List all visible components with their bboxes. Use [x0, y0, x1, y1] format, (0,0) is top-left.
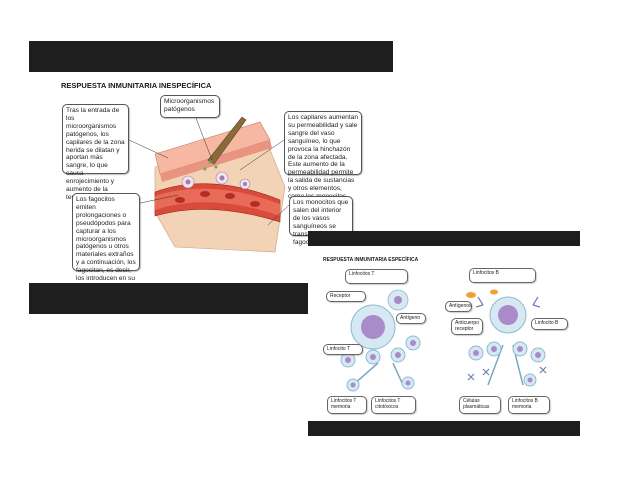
label-antibody-receptor: Anticuerpo receptor	[451, 318, 483, 335]
slide2-title: RESPUESTA INMUNITARIA ESPECÍFICA	[323, 257, 419, 263]
callout-vasodilation: Tras la entrada de los microorganismos p…	[62, 104, 129, 201]
callout-monocytes: Los monocitos que salen del interior de …	[289, 196, 353, 246]
callout-microorganisms: Microorganismos patógenos	[160, 95, 220, 118]
label-receptor: Receptor	[326, 291, 366, 302]
label-t-cytotoxic: Linfocitos T citotóxicos	[371, 396, 416, 414]
label-t-lymphocyte: Linfocito T	[323, 344, 363, 355]
label-b-lymphocyte: Linfocito B	[531, 318, 568, 330]
slide1-title: RESPUESTA INMUNITARIA INESPECÍFICA	[61, 81, 212, 90]
label-b-lymphocytes: Linfocitos B	[469, 268, 536, 283]
callout-capillaries: Los capilares aumentan su permeabilidad …	[284, 111, 362, 200]
tissue-cross-section-illustration	[154, 116, 286, 253]
label-antigen-t: Antígeno	[396, 313, 426, 324]
slide2-bottom-band	[308, 421, 580, 436]
label-antigens-b: Antígenos	[445, 301, 472, 312]
label-b-memory: Linfocitos B memoria	[508, 396, 550, 414]
label-plasma-cells: Células plasmáticas	[459, 396, 501, 414]
top-black-band	[29, 41, 393, 72]
label-t-lymphocytes: Linfocitos T	[345, 269, 408, 284]
callout-phagocytes: Los fagocitos emiten prolongaciones o ps…	[72, 193, 140, 298]
label-t-memory: Linfocitos T memoria	[327, 396, 367, 414]
slide2-lymphocyte-diagram	[340, 289, 547, 392]
slide1-bottom-band	[29, 283, 308, 314]
slide2-top-band	[308, 231, 580, 246]
